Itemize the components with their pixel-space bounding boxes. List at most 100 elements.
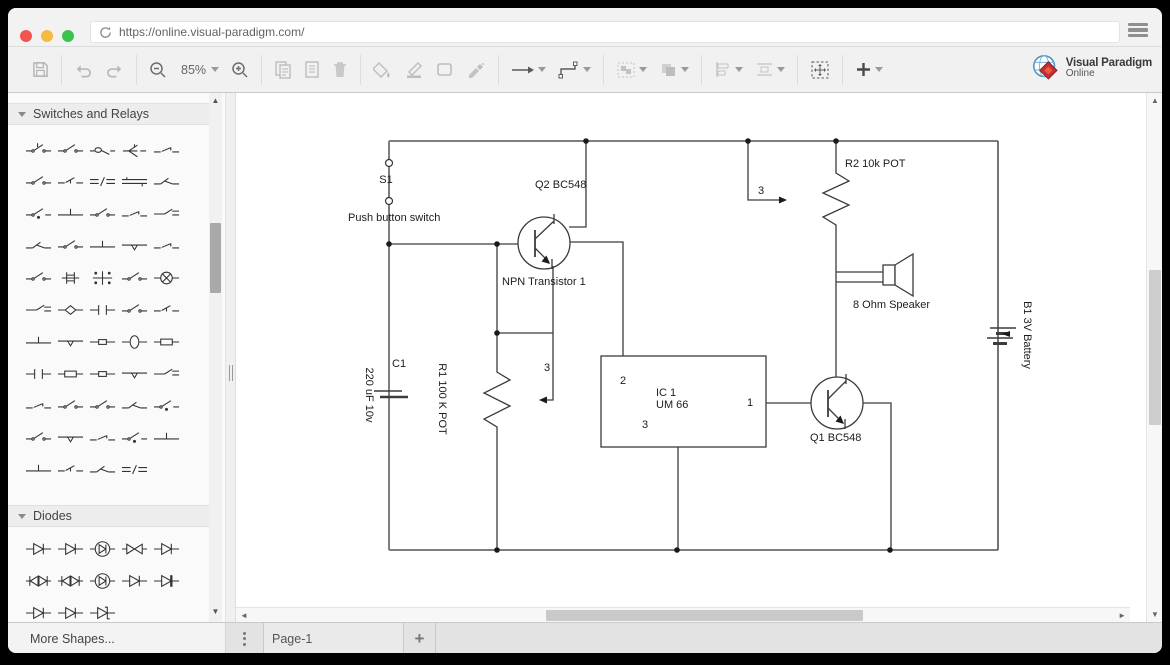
shape-cell-sw-inbox[interactable] (86, 326, 118, 358)
add-page-button[interactable]: + (404, 623, 436, 653)
shape-cell-sw-dotlv[interactable] (118, 422, 150, 454)
canvas-vertical-scrollbar[interactable]: ▲ ▼ (1146, 93, 1162, 622)
distribute-dropdown[interactable] (753, 59, 787, 80)
close-window-button[interactable] (20, 30, 32, 42)
shape-cell-sw-lever[interactable] (22, 262, 54, 294)
shape-cell-sw-caps[interactable] (22, 358, 54, 390)
shape-cell-sw-tridn[interactable] (54, 326, 86, 358)
zoom-out-button[interactable] (147, 59, 169, 81)
diagram-canvas[interactable]: S1 Push button switch Q2 BC548 NPN Trans… (236, 93, 1146, 622)
shape-cell-sw-crossdots[interactable] (86, 262, 118, 294)
shape-cell-sw-lever2[interactable] (150, 134, 182, 166)
shape-cell-sw-tridn[interactable] (54, 422, 86, 454)
fit-selection-button[interactable] (808, 58, 832, 82)
shape-cell-sw-box[interactable] (150, 326, 182, 358)
shape-cell-di-basic[interactable] (54, 533, 86, 565)
order-dropdown[interactable] (657, 59, 691, 81)
shape-cell-di-dbl[interactable] (22, 565, 54, 597)
scroll-up-icon[interactable]: ▲ (1151, 96, 1159, 105)
shape-cell-sw-rotary[interactable] (86, 134, 118, 166)
shape-cell-sw-lever[interactable] (86, 390, 118, 422)
shape-cell-sw-eq[interactable] (150, 198, 182, 230)
scroll-down-icon[interactable]: ▼ (1151, 610, 1159, 619)
shape-cell-sw-dline[interactable] (118, 166, 150, 198)
sidebar-resize-divider[interactable] (226, 93, 236, 622)
address-bar[interactable]: https://online.visual-paradigm.com/ (90, 21, 1120, 43)
group-dropdown[interactable] (614, 59, 649, 81)
scroll-right-icon[interactable]: ► (1118, 611, 1126, 620)
shape-cell-sw-tsw[interactable] (150, 422, 182, 454)
shape-cell-sw-bigc[interactable] (118, 326, 150, 358)
minimize-window-button[interactable] (41, 30, 53, 42)
scroll-left-icon[interactable]: ◄ (240, 611, 248, 620)
shape-cell-sw-dotlv[interactable] (150, 390, 182, 422)
shape-cell-sw-tridn[interactable] (118, 230, 150, 262)
shape-cell-sw-ddash[interactable] (118, 454, 150, 486)
page-menu-icon[interactable] (226, 623, 264, 653)
delete-button[interactable] (330, 59, 350, 81)
shape-cell-di-dbl[interactable] (54, 565, 86, 597)
section-header-switches[interactable]: Switches and Relays (8, 103, 210, 125)
horizontal-scrollbar-thumb[interactable] (546, 610, 863, 621)
line-color-button[interactable] (402, 58, 426, 81)
page-tab[interactable]: Page-1 (264, 623, 404, 653)
shape-cell-sw-lever[interactable] (22, 422, 54, 454)
shape-cell-sw-tsw[interactable] (22, 326, 54, 358)
shape-cell-sw-lever2[interactable] (22, 390, 54, 422)
shape-cell-sw-tickl[interactable] (54, 166, 86, 198)
align-dropdown[interactable] (712, 59, 745, 80)
vertical-scrollbar-thumb[interactable] (1149, 270, 1161, 425)
connector-style-dropdown[interactable] (556, 59, 593, 81)
shape-cell-sw-ysw[interactable] (118, 390, 150, 422)
shape-cell-sw-eq[interactable] (150, 358, 182, 390)
shape-cell-sw-lever[interactable] (54, 390, 86, 422)
shape-cell-sw-multi[interactable] (118, 134, 150, 166)
shape-cell-sw-tsw[interactable] (86, 230, 118, 262)
add-shape-dropdown[interactable] (853, 59, 885, 80)
shape-cell-sw-tridn[interactable] (118, 358, 150, 390)
sidebar-scrollbar[interactable]: ▲ ▼ (209, 93, 222, 622)
shape-cell-di-basic[interactable] (150, 533, 182, 565)
shape-cell-sw-lever2[interactable] (118, 198, 150, 230)
shape-cell-sw-tickl[interactable] (150, 294, 182, 326)
shape-cell-sw-box[interactable] (54, 358, 86, 390)
shape-cell-sw-push[interactable] (22, 134, 54, 166)
shape-cell-sw-lever2[interactable] (86, 422, 118, 454)
shape-cell-di-basic[interactable] (118, 565, 150, 597)
shape-cell-sw-ysw[interactable] (86, 454, 118, 486)
url-text[interactable]: https://online.visual-paradigm.com/ (119, 25, 305, 39)
shape-cell-sw-ysw[interactable] (22, 230, 54, 262)
shape-cell-di-basic[interactable] (22, 597, 54, 622)
shape-cell-sw-lever[interactable] (118, 262, 150, 294)
shape-cell-di-basic[interactable] (54, 597, 86, 622)
more-shapes-button[interactable]: More Shapes... (8, 623, 226, 653)
arrow-style-dropdown[interactable] (509, 63, 548, 77)
fill-color-button[interactable] (371, 59, 394, 81)
shape-cell-sw-lever[interactable] (118, 294, 150, 326)
shape-cell-sw-crossgrid[interactable] (54, 262, 86, 294)
shape-cell-di-circle[interactable] (86, 565, 118, 597)
format-painter-button[interactable] (464, 59, 488, 81)
shape-cell-di-zbar[interactable] (86, 597, 118, 622)
shape-cell-sw-circx[interactable] (150, 262, 182, 294)
scroll-up-icon[interactable]: ▲ (211, 96, 220, 105)
sidebar-scrollbar-thumb[interactable] (210, 223, 221, 293)
shape-cell-sw-lever[interactable] (54, 230, 86, 262)
section-header-diodes[interactable]: Diodes (8, 505, 210, 527)
shape-cell-sw-diam[interactable] (54, 294, 86, 326)
canvas-horizontal-scrollbar[interactable]: ◄ ► (236, 607, 1130, 622)
zoom-in-button[interactable] (229, 59, 251, 81)
shape-style-button[interactable] (434, 60, 456, 80)
undo-button[interactable] (72, 60, 95, 80)
shape-cell-sw-caps[interactable] (86, 294, 118, 326)
zoom-level-dropdown[interactable]: 85% (177, 61, 221, 79)
save-button[interactable] (30, 59, 51, 80)
shape-cell-di-basic[interactable] (22, 533, 54, 565)
browser-menu-icon[interactable] (1128, 23, 1148, 37)
shape-cell-sw-tickl[interactable] (54, 454, 86, 486)
divider-grip-icon[interactable] (229, 365, 233, 381)
shape-cell-sw-ysw[interactable] (150, 166, 182, 198)
shape-cell-sw-lever[interactable] (22, 166, 54, 198)
shape-cell-sw-dotlv[interactable] (22, 198, 54, 230)
shape-cell-sw-lever[interactable] (54, 134, 86, 166)
